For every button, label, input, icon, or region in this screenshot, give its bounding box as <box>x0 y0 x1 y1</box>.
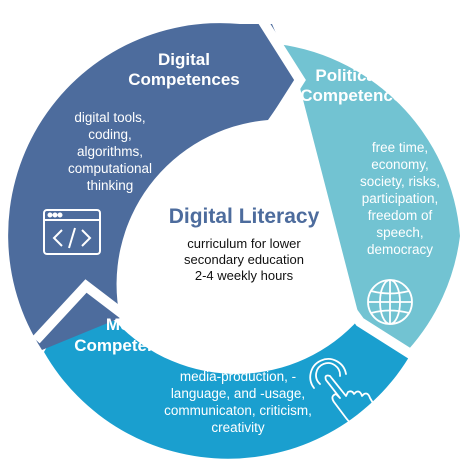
media-body-line-4: creativity <box>211 420 265 435</box>
digital-segment <box>8 23 297 350</box>
political-body-line-1: free time, <box>372 140 428 155</box>
media-heading-line-1: Media <box>106 315 155 334</box>
political-body-line-5: freedom of <box>368 208 433 223</box>
digital-body-line-2: coding, <box>88 127 132 142</box>
political-heading-line-2: Competences <box>300 86 411 105</box>
separator-bottom <box>32 279 132 344</box>
center-circle <box>141 143 331 333</box>
digital-body-line-4: computational <box>68 161 152 176</box>
digital-body-line-3: algorithms, <box>77 144 143 159</box>
center-subtitle-line-3: 2-4 weekly hours <box>195 268 294 283</box>
political-body-line-6: speech, <box>376 225 423 240</box>
media-body-line-1: media-production, - <box>180 369 296 384</box>
media-body-line-2: language, and -usage, <box>171 386 305 401</box>
political-body-line-4: participation, <box>362 191 439 206</box>
political-heading-line-1: Political <box>315 66 380 85</box>
center-subtitle-line-1: curriculum for lower <box>187 236 301 251</box>
digital-heading-line-2: Competences <box>128 70 239 89</box>
globe-icon <box>367 279 413 325</box>
digital-body-line-5: thinking <box>87 178 134 193</box>
media-body-line-3: communicaton, criticism, <box>164 403 312 418</box>
center-subtitle-line-2: secondary education <box>184 252 304 267</box>
separator-right <box>339 297 423 365</box>
media-heading-line-2: Competences <box>74 336 185 355</box>
political-body-line-2: economy, <box>371 157 429 172</box>
digital-heading-line-1: Digital <box>158 50 210 69</box>
touch-hand-icon <box>309 358 378 427</box>
media-segment <box>44 300 412 459</box>
center-title: Digital Literacy <box>169 205 320 228</box>
code-window-icon <box>43 209 101 255</box>
political-body-line-3: society, risks, <box>360 174 440 189</box>
political-segment-outer <box>268 43 460 350</box>
digital-body-line-1: digital tools, <box>74 110 145 125</box>
political-body-line-7: democracy <box>367 242 433 257</box>
separator-top <box>257 17 306 127</box>
